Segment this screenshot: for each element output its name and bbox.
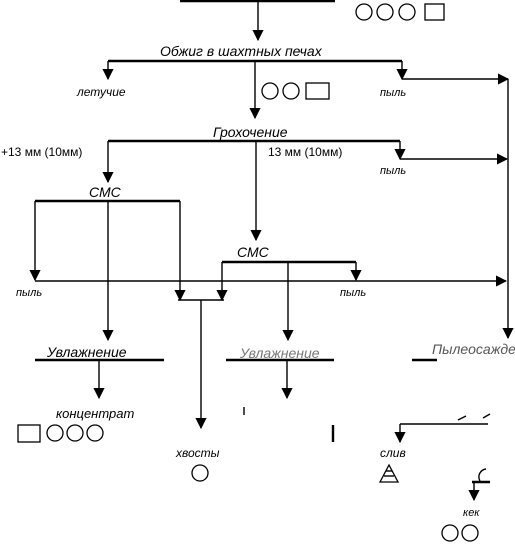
dust-2-label: пыль	[380, 165, 407, 177]
wetting-center-label: Увлажнение	[240, 345, 320, 361]
concentrate-symbols	[17, 424, 104, 443]
cake-label: кек	[463, 507, 480, 519]
feed-symbols	[355, 3, 445, 21]
partial-tick-c	[457, 415, 467, 421]
screening-label: Грохочение	[213, 124, 288, 140]
right-op-clip: Пылеосаждение	[430, 340, 515, 356]
partial-tick-d	[482, 413, 491, 419]
dust-1-label: пыль	[380, 87, 407, 99]
right-op-label: Пылеосаждение	[432, 341, 515, 356]
oversize-label: +13 мм (10мм)	[1, 145, 83, 159]
drain-symbol	[378, 463, 400, 483]
dust-3-label: пыль	[16, 287, 43, 299]
roasting-symbols	[261, 82, 330, 100]
wetting-left-label: Увлажнение	[47, 344, 127, 360]
dust-4-label: пыль	[340, 287, 367, 299]
undersize-label: 13 мм (10мм)	[268, 145, 343, 159]
cake-symbols	[441, 524, 479, 542]
volatiles-label: летучие	[77, 85, 126, 99]
drain-label: слив	[380, 446, 406, 460]
tailings-label: хвосты	[176, 446, 220, 460]
partial-circle	[478, 468, 487, 482]
concentrate-label: концентрат	[56, 406, 135, 421]
cms-center-label: СМС	[237, 244, 269, 260]
roasting-label: Обжиг в шахтных печах	[160, 43, 322, 59]
cms-left-label: СМС	[89, 184, 121, 200]
tailings-symbol	[191, 464, 209, 482]
